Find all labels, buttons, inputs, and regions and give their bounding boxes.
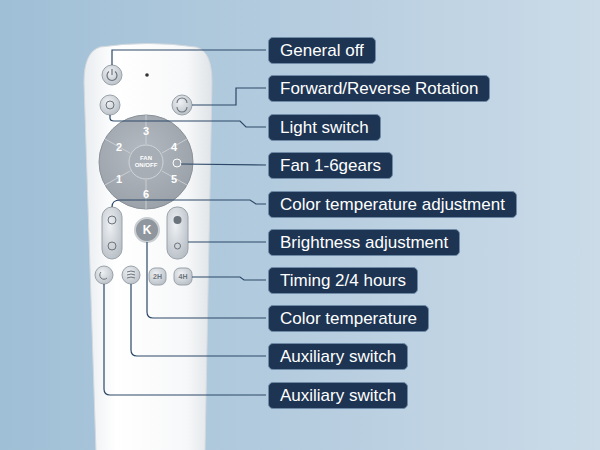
aux-button	[122, 266, 140, 284]
timer-button	[174, 268, 192, 285]
button-label: K	[140, 224, 154, 237]
leader-line	[112, 50, 266, 65]
callout-box: Fan 1-6gears	[268, 152, 393, 179]
color-temp-rocker	[102, 207, 122, 259]
callout-box: Brightness adjustment	[268, 229, 460, 256]
fan-center-button	[129, 145, 163, 179]
leader-line	[110, 115, 266, 127]
timer-button	[149, 268, 166, 285]
button-label: 2	[113, 141, 125, 153]
callout-box: General off	[268, 37, 376, 64]
callout-box: Color temperature	[268, 305, 429, 332]
rotation-button	[172, 95, 192, 115]
button-label: 2H	[150, 273, 166, 281]
callout-box: Color temperature adjustment	[268, 191, 517, 218]
callout-text: Brightness adjustment	[280, 233, 448, 252]
aux-icon	[127, 271, 135, 278]
rotation-icon	[177, 98, 187, 112]
button-label: 4H	[175, 273, 191, 281]
callout-box: Auxiliary switch	[268, 343, 408, 370]
callout-text: General off	[280, 41, 364, 60]
light-button	[100, 95, 120, 115]
k-button	[135, 218, 159, 242]
callout-text: Auxiliary switch	[280, 347, 396, 366]
rocker-icon	[174, 216, 182, 224]
leader-line	[131, 284, 266, 356]
leader-line	[181, 164, 266, 165]
callout-box: Auxiliary switch	[268, 382, 408, 409]
leader-line	[192, 277, 266, 280]
leader-line	[147, 242, 266, 318]
button-label: 4	[168, 141, 180, 153]
aux-icon	[100, 272, 107, 279]
callout-box: Light switch	[268, 114, 381, 141]
callout-text: Color temperature adjustment	[280, 195, 505, 214]
pad-dividers	[105, 115, 187, 209]
button-label: FAN ON/OFF	[133, 155, 159, 169]
rocker-icon	[108, 242, 116, 250]
button-label: 5	[168, 173, 180, 185]
leader-line	[112, 200, 266, 207]
brightness-rocker	[167, 207, 188, 259]
fan-marker	[173, 159, 181, 167]
callout-box: Timing 2/4 hours	[268, 267, 418, 294]
light-icon	[106, 101, 114, 109]
indicator-dot	[145, 73, 149, 77]
aux-button	[95, 266, 113, 284]
power-icon	[111, 69, 112, 75]
leader-line	[188, 241, 266, 242]
power-button	[102, 65, 122, 85]
rocker-icon	[175, 243, 181, 249]
callout-text: Fan 1-6gears	[280, 156, 381, 175]
callout-box: Forward/Reverse Rotation	[268, 75, 490, 102]
callout-text: Forward/Reverse Rotation	[280, 79, 478, 98]
button-label: 1	[113, 173, 125, 185]
rocker-icon	[108, 216, 116, 224]
button-label: 3	[140, 125, 152, 137]
leader-line	[192, 88, 266, 105]
callout-text: Timing 2/4 hours	[280, 271, 406, 290]
leader-line	[104, 284, 266, 395]
callout-text: Color temperature	[280, 309, 417, 328]
fan-pad	[99, 115, 193, 209]
callout-text: Light switch	[280, 118, 369, 137]
callout-text: Auxiliary switch	[280, 386, 396, 405]
button-label: 6	[140, 188, 152, 200]
